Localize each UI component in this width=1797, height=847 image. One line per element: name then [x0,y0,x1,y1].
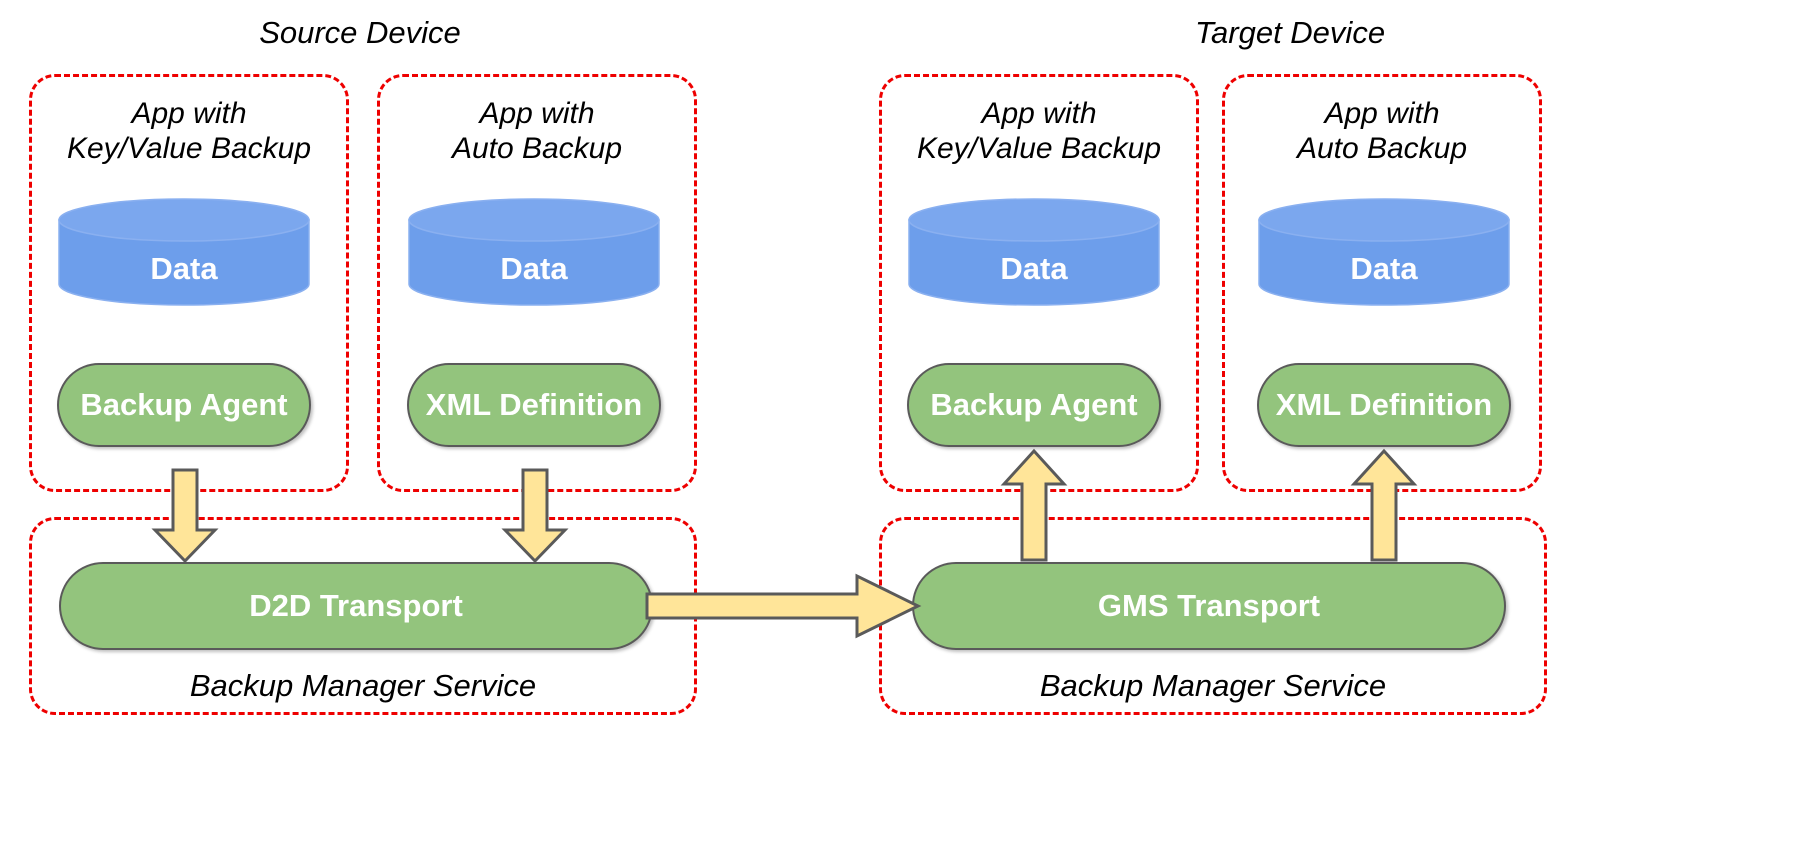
source-device-title: Source Device [259,15,461,50]
source-app-auto-data-cylinder: Data [407,197,661,307]
target-app-auto-data-cylinder: Data [1257,197,1511,307]
source-app-kv-data-cylinder: Data [57,197,311,307]
target-backup-manager-service-label: Backup Manager Service [1039,668,1387,703]
target-xml-definition-pill[interactable]: XML Definition [1257,363,1511,447]
arrow-d2d-to-gms-icon [645,573,922,639]
target-device-title: Target Device [1194,15,1386,50]
source-app-kv-title: App with Key/Value Backup [66,97,312,165]
source-backup-manager-service-label: Backup Manager Service [189,668,537,703]
arrow-gms-to-xml-definition-icon [1350,448,1418,563]
source-xml-definition-pill[interactable]: XML Definition [407,363,661,447]
target-app-auto-title: App with Auto Backup [1296,97,1468,165]
gms-transport-pill[interactable]: GMS Transport [912,562,1506,650]
arrow-gms-to-backup-agent-icon [1000,448,1068,563]
d2d-transport-pill[interactable]: D2D Transport [59,562,653,650]
target-app-kv-data-cylinder: Data [907,197,1161,307]
source-app-auto-title: App with Auto Backup [451,97,623,165]
arrow-xml-definition-to-d2d-icon [501,468,569,564]
target-backup-agent-pill[interactable]: Backup Agent [907,363,1161,447]
target-app-kv-title: App with Key/Value Backup [916,97,1162,165]
arrow-backup-agent-to-d2d-icon [151,468,219,564]
source-backup-agent-pill[interactable]: Backup Agent [57,363,311,447]
